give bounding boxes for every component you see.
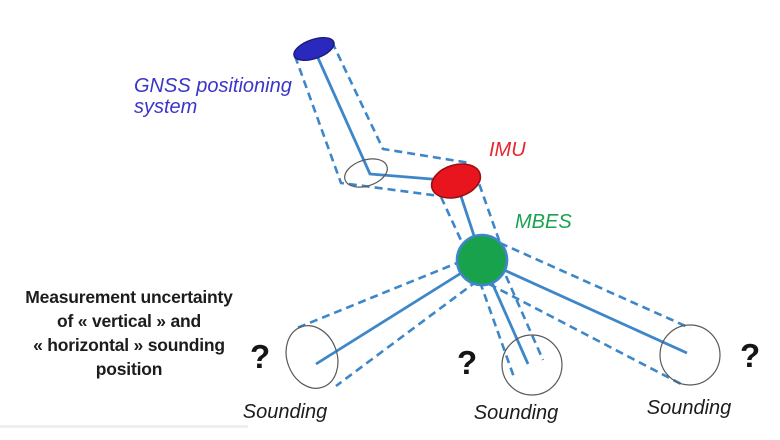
measurement-uncertainty-note: Measurement uncertainty of « vertical » … bbox=[25, 287, 233, 379]
gnss-label: GNSS positioning system bbox=[134, 75, 292, 118]
imu-label: IMU bbox=[489, 139, 526, 161]
sounding-ellipse-left bbox=[285, 325, 339, 389]
left-beam-dashed-line bbox=[296, 259, 463, 330]
right-beam-dashed-line bbox=[488, 282, 684, 387]
right-beam-line bbox=[481, 258, 688, 355]
gnss-cone-dashed-line bbox=[330, 41, 471, 165]
question-mark-middle: ? bbox=[457, 344, 478, 381]
sounding-label-right: Sounding bbox=[646, 397, 732, 419]
middle-beam-dashed-line bbox=[504, 275, 545, 361]
right-beam-dashed-line bbox=[499, 241, 691, 330]
lever-arm-joint-ellipse bbox=[344, 158, 388, 188]
sounding-circle-right bbox=[659, 324, 721, 386]
left-beam-line bbox=[315, 258, 483, 366]
imu-cone-dashed-line bbox=[473, 171, 508, 261]
imu-ellipse bbox=[430, 163, 482, 199]
axis-lines bbox=[312, 48, 688, 366]
sensors bbox=[293, 37, 509, 287]
sounding-label-left: Sounding bbox=[242, 401, 328, 423]
gnss-antenna-ellipse bbox=[293, 37, 335, 61]
sounding-label-middle: Sounding bbox=[473, 402, 559, 424]
gnss-cone-dashed-line bbox=[293, 55, 441, 198]
mbes-circle bbox=[455, 233, 509, 287]
left-beam-dashed-line bbox=[335, 279, 478, 388]
sounding-circle-middle bbox=[501, 334, 563, 396]
mbes-label: MBES bbox=[515, 211, 572, 233]
middle-beam-dashed-line bbox=[478, 281, 517, 381]
slide-edge-artifact bbox=[0, 425, 248, 428]
question-mark-right: ? bbox=[740, 337, 761, 374]
gnss-lever-arm-line bbox=[312, 48, 457, 183]
uncertainty-ellipses bbox=[285, 158, 721, 396]
uncertainty-cones bbox=[293, 41, 691, 388]
question-mark-left: ? bbox=[250, 338, 271, 375]
